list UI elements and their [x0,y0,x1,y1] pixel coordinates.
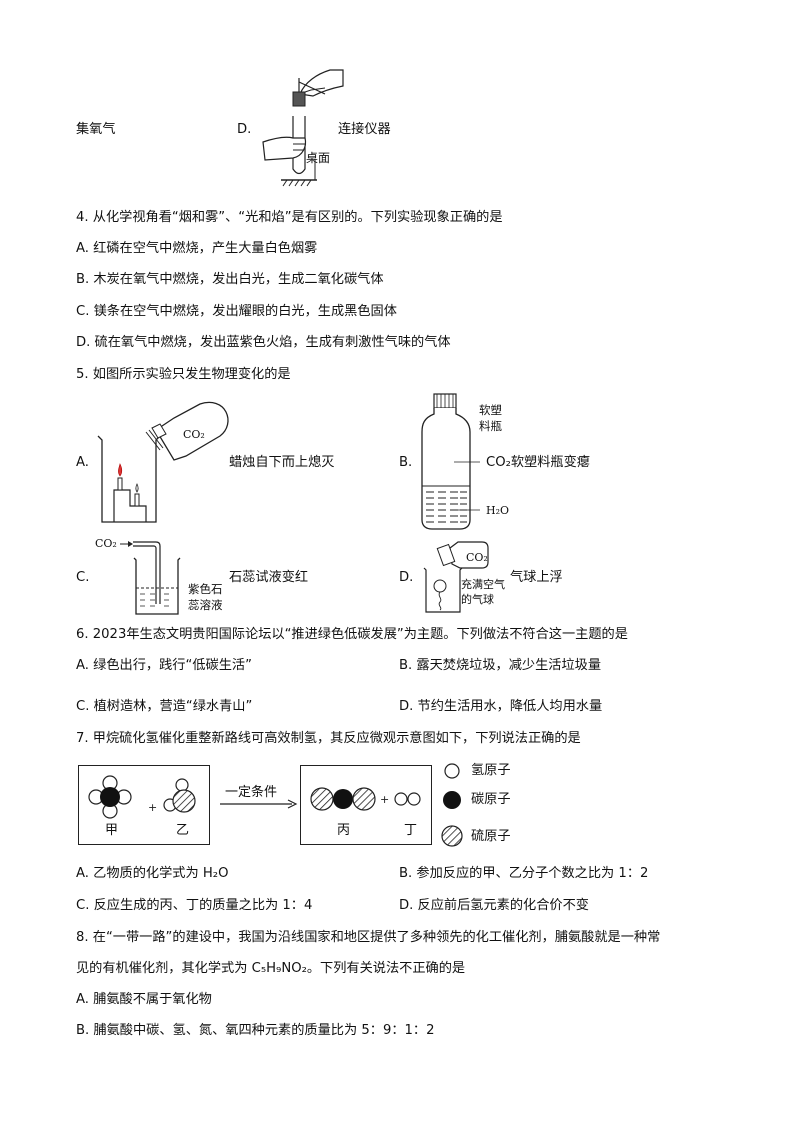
q5-d-co2: CO₂ [466,551,488,564]
q5-d-label-line1: 充满空气 [461,578,505,591]
q5-c-label-line2: 蕊溶液 [188,598,223,612]
q4-option-c: C. 镁条在空气中燃烧，发出耀眼的白光，生成黑色固体 [76,304,397,319]
q5-stem: 5. 如图所示实验只发生物理变化的是 [76,367,291,382]
connect-instrument-figure [262,69,344,187]
legend-carbon: 碳原子 [471,792,511,807]
q7-stem: 7. 甲烷硫化氢催化重整新路线可高效制氢，其反应微观示意图如下，下列说法正确的是 [76,731,581,746]
q7-option-b: B. 参加反应的甲、乙分子个数之比为 1：2 [399,866,649,881]
option-d-letter: D. [237,122,252,137]
svg-text:+: + [380,793,389,806]
q4-option-a: A. 红磷在空气中燃烧，产生大量白色烟雾 [76,241,318,256]
label-bing: 丙 [337,823,351,838]
q6-option-a: A. 绿色出行，践行“低碳生活” [76,658,252,673]
desk-label: 桌面 [306,151,331,165]
q5-a-letter: A. [76,455,89,470]
reaction-arrow [220,799,298,809]
q4-option-d: D. 硫在氧气中燃烧，发出蓝紫色火焰，生成有刺激性气味的气体 [76,335,451,350]
legend-hydrogen: 氢原子 [471,763,511,778]
q5-a-caption: 蜡烛自下而上熄灭 [229,455,335,470]
hydrogen-legend-icon [444,763,460,779]
svg-text:+: + [148,801,157,814]
legend-sulfur: 硫原子 [471,829,511,844]
q6-option-c: C. 植树造林，营造“绿水青山” [76,699,253,714]
q8-option-b: B. 脯氨酸中碳、氢、氮、氧四种元素的质量比为 5：9：1：2 [76,1023,435,1038]
q7-option-a: A. 乙物质的化学式为 H₂O [76,866,229,881]
top-left-label: 集氧气 [76,122,116,137]
q5-c-label-line1: 紫色石 [188,582,223,596]
q6-stem: 6. 2023年生态文明贵阳国际论坛以“推进绿色低碳发展”为主题。下列做法不符合… [76,627,628,642]
q5-c-letter: C. [76,570,90,585]
label-jia: 甲 [105,823,119,838]
q5-b-caption: CO₂软塑料瓶变瘪 [486,455,590,470]
connect-instrument-label: 连接仪器 [338,122,391,137]
reaction-condition-label: 一定条件 [225,785,278,800]
q5-b-figure [421,393,480,530]
q5-a-co2: CO₂ [183,428,205,441]
q6-option-b: B. 露天焚烧垃圾，减少生活垃圾量 [399,658,602,673]
products-box [300,765,432,845]
q5-b-letter: B. [399,455,413,470]
q8-stem-line2: 见的有机催化剂，其化学式为 C₅H₉NO₂。下列有关说法不正确的是 [76,961,466,976]
reactants-molecules: + [88,775,196,819]
q8-stem-line1: 8. 在“一带一路”的建设中，我国为沿线国家和地区提供了多种领先的化工催化剂，脯… [76,930,661,945]
q5-c-figure [120,541,181,615]
q4-stem: 4. 从化学视角看“烟和雾”、“光和焰”是有区别的。下列实验现象正确的是 [76,210,503,225]
q5-d-figure [423,541,489,613]
q5-d-letter: D. [399,570,414,585]
sulfur-legend-icon [441,825,463,847]
q5-a-figure [97,401,229,523]
products-molecules: + [310,787,421,811]
q5-d-caption: 气球上浮 [510,570,563,585]
q7-option-c: C. 反应生成的丙、丁的质量之比为 1：4 [76,898,313,913]
q5-b-label-line1: 软塑 [479,403,502,417]
q7-option-d: D. 反应前后氢元素的化合价不变 [399,898,589,913]
label-yi: 乙 [176,823,190,838]
q5-b-label-line2: 料瓶 [479,419,502,433]
reactants-box [78,765,210,845]
q5-c-caption: 石蕊试液变红 [229,570,309,585]
legend-markers [441,763,463,847]
q5-c-co2: CO₂ [95,537,117,550]
q6-option-d: D. 节约生活用水，降低人均用水量 [399,699,603,714]
q5-d-label-line2: 的气球 [461,593,494,606]
q8-option-a: A. 脯氨酸不属于氧化物 [76,992,212,1007]
q5-b-water: H₂O [486,504,510,517]
q4-option-b: B. 木炭在氧气中燃烧，发出白光，生成二氧化碳气体 [76,272,384,287]
label-ding: 丁 [404,823,418,838]
carbon-legend-icon [443,791,461,809]
